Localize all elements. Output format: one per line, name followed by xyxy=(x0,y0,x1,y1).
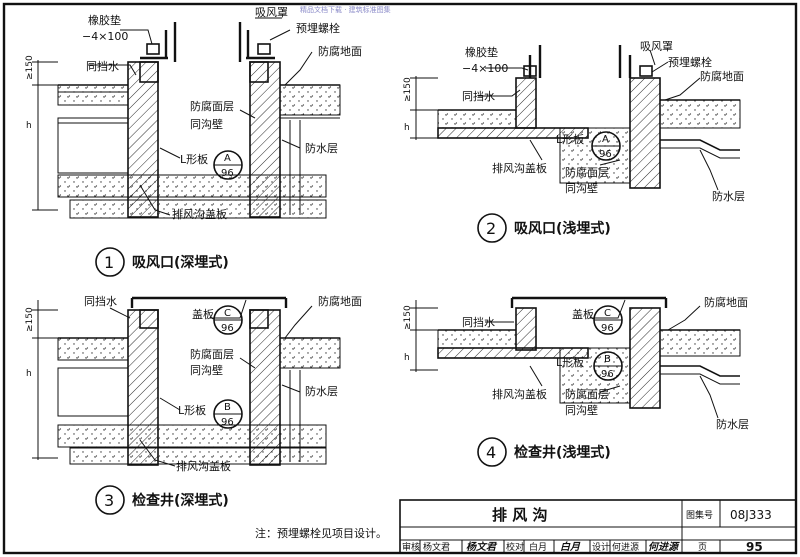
waterproof-layer-label-2: 防水层 xyxy=(712,189,745,203)
detail-4-title: 检查井(浅埋式) xyxy=(514,444,611,461)
ref-b-bottom-4: 96 xyxy=(601,369,614,380)
l-plate-label-3: L形板 xyxy=(178,403,206,417)
detail-3-title: 检查井(深埋式) xyxy=(132,492,229,509)
trench-cover-label-3: 排风沟盖板 xyxy=(176,459,231,473)
suction-hood-label-1: 吸风罩 xyxy=(255,6,288,19)
ref-a-bottom-1: 96 xyxy=(221,168,234,179)
water-stop-label-4: 同挡水 xyxy=(462,315,495,329)
anti-corrosion-floor-label-1: 防腐地面 xyxy=(318,44,362,58)
same-trench-wall-label-1: 同沟壁 xyxy=(190,117,223,131)
rubber-pad-size-2: −4×100 xyxy=(462,62,508,75)
designer-name: 何进源 xyxy=(612,541,639,553)
cover-plate-label-4: 盖板 xyxy=(572,307,594,321)
ref-c-bottom-4: 96 xyxy=(601,323,614,334)
waterproof-layer-label-3: 防水层 xyxy=(305,384,338,398)
water-stop-label-3: 同挡水 xyxy=(84,294,117,308)
anti-corrosion-surface-label-3: 防腐面层 xyxy=(190,347,234,361)
watermark-text: 精品文档下载 · 建筑标准图集 xyxy=(300,5,391,14)
ref-c-bottom-3: 96 xyxy=(221,323,234,334)
ref-a-top-2: A xyxy=(602,134,609,145)
designer-signature: 何进源 xyxy=(648,541,680,553)
ref-symbol-c-3: C 96 xyxy=(213,305,243,335)
detail-4-number: 4 xyxy=(486,443,496,462)
ref-b-bottom-3: 96 xyxy=(221,417,234,428)
dim-h-label-2: h xyxy=(404,123,410,133)
ref-symbol-b-4: B 96 xyxy=(593,351,623,381)
same-trench-wall-label-2: 同沟壁 xyxy=(565,181,598,195)
dim-150-label-1: ≥150 xyxy=(25,55,35,80)
ref-symbol-b-3: B 96 xyxy=(213,399,243,429)
ref-a-bottom-2: 96 xyxy=(599,149,612,160)
detail-1-drawing xyxy=(32,17,341,219)
design-label: 设计 xyxy=(592,541,610,553)
anti-corrosion-floor-label-2: 防腐地面 xyxy=(700,69,744,83)
dim-150-label-3: ≥150 xyxy=(25,307,35,332)
dim-h-label-4: h xyxy=(404,353,410,363)
anti-corrosion-surface-label-4: 防腐面层 xyxy=(565,387,609,401)
water-stop-label-2: 同挡水 xyxy=(462,89,495,103)
ref-b-top-3: B xyxy=(224,402,231,413)
detail-3-number: 3 xyxy=(104,491,114,510)
title-block xyxy=(399,499,797,554)
water-stop-label-1: 同挡水 xyxy=(86,59,119,73)
ref-a-top-1: A xyxy=(224,153,231,164)
waterproof-layer-label-4: 防水层 xyxy=(716,417,749,431)
cover-plate-label-3: 盖板 xyxy=(192,307,214,321)
anti-corrosion-surface-label-2: 防腐面层 xyxy=(565,165,609,179)
ref-c-top-3: C xyxy=(224,308,231,319)
ref-b-top-4: B xyxy=(604,354,611,365)
atlas-number-label: 图集号 xyxy=(686,509,713,521)
detail-3-drawing xyxy=(32,296,341,467)
suction-hood-label-2: 吸风罩 xyxy=(640,40,673,53)
embedded-bolt-label-2: 预埋螺栓 xyxy=(668,55,712,69)
checker-signature: 白月 xyxy=(560,541,581,553)
detail-3-caption: 3 检查井(深埋式) xyxy=(95,485,229,515)
same-trench-wall-label-3: 同沟壁 xyxy=(190,363,223,377)
atlas-number: 08J333 xyxy=(730,508,772,522)
anti-corrosion-surface-label-1: 防腐面层 xyxy=(190,99,234,113)
trench-cover-label-1: 排风沟盖板 xyxy=(172,207,227,221)
check-label: 校对 xyxy=(506,541,524,553)
detail-4-drawing xyxy=(410,296,741,419)
l-plate-label-4: L形板 xyxy=(556,355,584,369)
drawing-title: 排 风 沟 xyxy=(492,506,547,524)
trench-cover-label-4: 排风沟盖板 xyxy=(492,387,547,401)
rubber-pad-label-2: 橡胶垫 xyxy=(465,45,498,59)
trench-cover-label-2: 排风沟盖板 xyxy=(492,161,547,175)
embedded-bolt-label-1: 预埋螺栓 xyxy=(296,21,340,35)
ref-symbol-a-2: A 96 xyxy=(591,131,621,161)
detail-1-title: 吸风口(深埋式) xyxy=(132,254,229,271)
dim-h-label-3: h xyxy=(26,369,32,379)
ref-symbol-a-1: A 96 xyxy=(213,150,243,180)
dim-150-label-2: ≥150 xyxy=(403,77,413,102)
dim-150-label-4: ≥150 xyxy=(403,305,413,330)
waterproof-layer-label-1: 防水层 xyxy=(305,141,338,155)
detail-2-title: 吸风口(浅埋式) xyxy=(514,220,611,237)
page-label: 页 xyxy=(698,542,707,553)
ref-symbol-c-4: C 96 xyxy=(593,305,623,335)
page-number: 95 xyxy=(746,540,763,554)
ref-c-top-4: C xyxy=(604,308,611,319)
checker-name: 白月 xyxy=(529,541,547,553)
detail-2-drawing xyxy=(410,45,741,191)
anti-corrosion-floor-label-3: 防腐地面 xyxy=(318,294,362,308)
dim-h-label-1: h xyxy=(26,121,32,131)
design-note: 注：预埋螺栓见项目设计。 xyxy=(255,526,387,540)
review-label: 审核 xyxy=(402,541,420,553)
detail-4-caption: 4 检查井(浅埋式) xyxy=(477,437,611,467)
anti-corrosion-floor-label-4: 防腐地面 xyxy=(704,295,748,309)
detail-2-number: 2 xyxy=(486,219,496,238)
detail-1-caption: 1 吸风口(深埋式) xyxy=(95,247,229,277)
reviewer-name: 杨文君 xyxy=(423,541,450,553)
rubber-pad-label-1: 橡胶垫 xyxy=(88,13,121,27)
reviewer-signature: 杨文君 xyxy=(466,541,498,553)
l-plate-label-2: L形板 xyxy=(556,132,584,146)
detail-1-number: 1 xyxy=(104,253,114,272)
same-trench-wall-label-4: 同沟壁 xyxy=(565,403,598,417)
detail-2-caption: 2 吸风口(浅埋式) xyxy=(477,213,611,243)
rubber-pad-size-1: −4×100 xyxy=(82,30,128,43)
l-plate-label-1: L形板 xyxy=(180,152,208,166)
